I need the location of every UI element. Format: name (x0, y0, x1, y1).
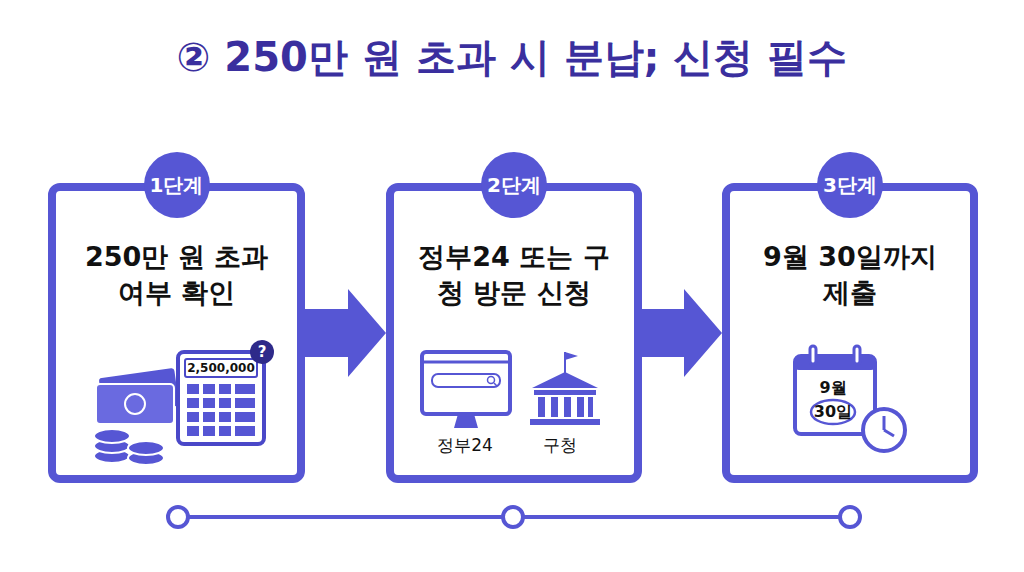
title: ② 250만 원 초과 시 분납; 신청 필수 (0, 30, 1024, 85)
step-text: 9월 30일까지 제출 (748, 239, 953, 311)
step-box: 1단계250만 원 초과 여부 확인 (48, 183, 305, 483)
step-text: 정부24 또는 구청 방문 신청 (412, 239, 617, 311)
step-badge: 3단계 (817, 152, 883, 218)
flow-arrow (642, 289, 722, 377)
timeline-dot (503, 507, 523, 527)
calculator-icon (178, 340, 274, 444)
flow-arrow (305, 289, 386, 377)
calculator-display: 2,500,000 (187, 361, 255, 375)
monitor-icon (422, 352, 510, 428)
step-text: 250만 원 초과 여부 확인 (74, 239, 279, 311)
timeline-dot (168, 507, 188, 527)
step-box: 2단계정부24 또는 구청 방문 신청정부24구청 (386, 183, 642, 483)
question-mark: ? (258, 343, 267, 361)
step-badge: 2단계 (481, 152, 547, 218)
icon-caption: 정부24 (437, 434, 493, 457)
calendar-day: 30일 (814, 402, 852, 423)
money-icon (94, 367, 180, 465)
timeline-dot (840, 507, 860, 527)
arrow-shape (642, 289, 722, 377)
step-badge: 1단계 (144, 152, 210, 218)
icon-caption: 구청 (543, 434, 577, 457)
building-icon (530, 352, 600, 425)
arrow-shape (305, 289, 386, 377)
step-box: 3단계9월 30일까지 제출 (722, 183, 978, 483)
calendar-month: 9월 (819, 378, 846, 399)
clock-icon (863, 409, 905, 451)
